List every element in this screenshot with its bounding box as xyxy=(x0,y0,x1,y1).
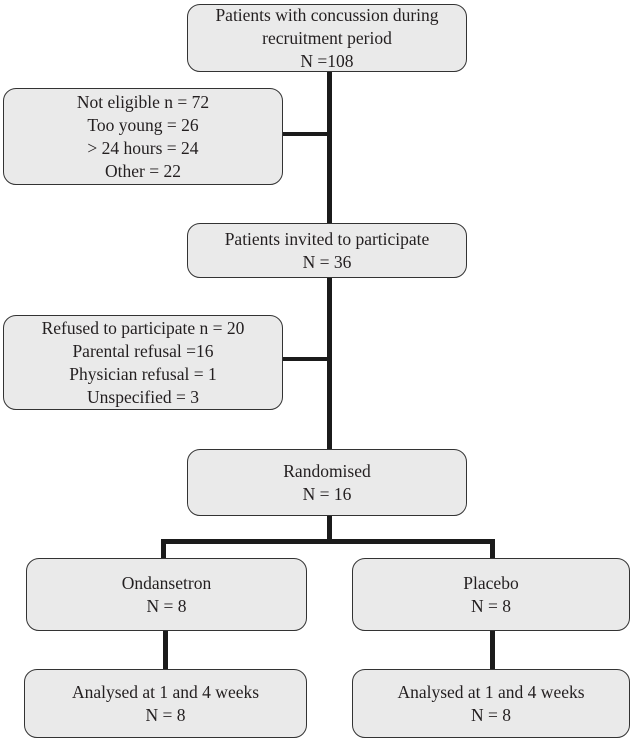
node-analysed-ondansetron: Analysed at 1 and 4 weeks N = 8 xyxy=(24,669,307,738)
connector-refused-horizontal xyxy=(281,357,329,361)
node-randomised: Randomised N = 16 xyxy=(187,449,467,516)
node-not-eligible-line: Too young = 26 xyxy=(87,114,199,135)
node-refused: Refused to participate n = 20 Parental r… xyxy=(3,315,283,410)
node-randomised-count: N = 16 xyxy=(302,483,352,504)
connector-right-analysed-vertical xyxy=(490,630,495,670)
node-not-eligible-line: > 24 hours = 24 xyxy=(87,137,199,158)
node-invited: Patients invited to participate N = 36 xyxy=(187,223,467,278)
connector-left-drop-vertical xyxy=(161,539,166,559)
connector-randomised-vertical xyxy=(327,515,332,544)
connector-left-analysed-vertical xyxy=(163,630,168,670)
node-ondansetron-line: Ondansetron xyxy=(121,572,212,593)
node-analysed-placebo: Analysed at 1 and 4 weeks N = 8 xyxy=(352,669,630,738)
node-placebo-line: Placebo xyxy=(463,572,519,593)
node-recruitment-count: N =108 xyxy=(300,50,354,71)
node-ondansetron-count: N = 8 xyxy=(146,595,187,616)
node-analysed-ondansetron-count: N = 8 xyxy=(145,704,186,725)
node-placebo-count: N = 8 xyxy=(470,595,511,616)
node-placebo: Placebo N = 8 xyxy=(352,558,630,631)
node-refused-line: Parental refusal =16 xyxy=(72,340,214,361)
node-analysed-placebo-count: N = 8 xyxy=(470,704,511,725)
node-refused-line: Refused to participate n = 20 xyxy=(41,317,245,338)
node-refused-line: Unspecified = 3 xyxy=(87,386,199,407)
node-not-eligible: Not eligible n = 72 Too young = 26 > 24 … xyxy=(3,88,283,185)
node-recruitment: Patients with concussion during recruitm… xyxy=(187,4,467,72)
connector-right-drop-vertical xyxy=(490,539,495,559)
node-not-eligible-line: Not eligible n = 72 xyxy=(76,91,210,112)
node-refused-line: Physician refusal = 1 xyxy=(69,363,217,384)
node-recruitment-line: Patients with concussion during xyxy=(215,4,439,25)
connector-split-horizontal xyxy=(161,539,495,544)
node-analysed-ondansetron-line: Analysed at 1 and 4 weeks xyxy=(71,681,260,702)
node-invited-count: N = 36 xyxy=(302,251,352,272)
node-analysed-placebo-line: Analysed at 1 and 4 weeks xyxy=(397,681,585,702)
node-ondansetron: Ondansetron N = 8 xyxy=(26,558,307,631)
node-invited-line: Patients invited to participate xyxy=(224,228,430,249)
node-not-eligible-line: Other = 22 xyxy=(105,160,181,181)
connector-not-eligible-horizontal xyxy=(281,132,329,136)
node-randomised-line: Randomised xyxy=(283,460,371,481)
node-recruitment-line: recruitment period xyxy=(262,27,392,48)
